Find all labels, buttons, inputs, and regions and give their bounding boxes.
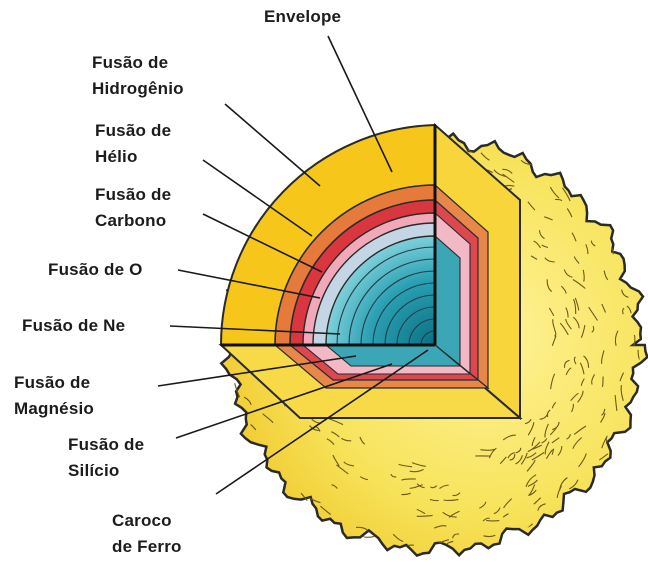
- leader-hydrogen: [225, 104, 320, 186]
- label-silicon-fusion: Fusão deSilício: [68, 432, 144, 484]
- cutaway-wedge: [221, 125, 520, 418]
- core-side: [435, 236, 460, 366]
- surface-squiggle: [603, 377, 604, 387]
- label-helium-fusion: Fusão deHélio: [95, 118, 171, 170]
- label-envelope: Envelope: [264, 4, 341, 30]
- label-oxygen-fusion: Fusão de O: [48, 257, 143, 283]
- label-neon-fusion: Fusão de Ne: [22, 313, 125, 339]
- surface-squiggle: [486, 520, 499, 521]
- surface-squiggle: [363, 536, 375, 537]
- label-hydrogen-fusion: Fusão deHidrogênio: [92, 50, 184, 102]
